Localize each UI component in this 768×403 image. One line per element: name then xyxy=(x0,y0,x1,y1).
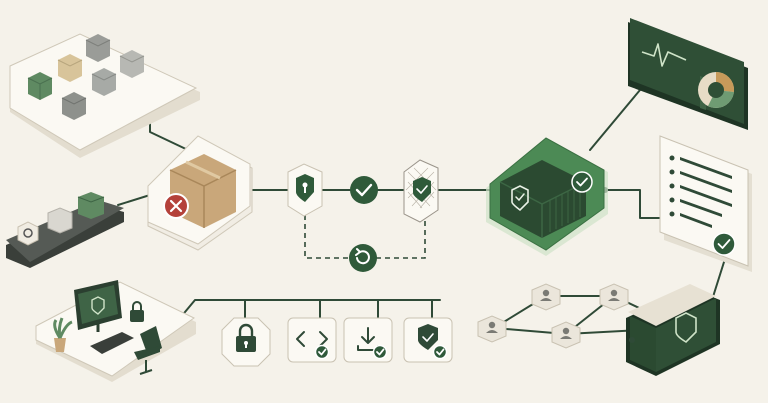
user-node-icon xyxy=(531,283,561,311)
secured-container[interactable] xyxy=(486,137,608,256)
shield-book-icon xyxy=(675,312,697,344)
build-conveyor xyxy=(6,192,124,268)
user-network[interactable] xyxy=(477,283,629,349)
checklist-icon xyxy=(669,155,732,228)
retry-loop[interactable] xyxy=(349,244,377,272)
cube-grid-icon xyxy=(27,34,145,120)
check-icon xyxy=(314,344,330,360)
container-shield-icon xyxy=(499,160,587,238)
approval-check[interactable] xyxy=(350,176,378,204)
rejected-package[interactable] xyxy=(147,135,253,251)
check-icon xyxy=(571,171,593,193)
user-node-icon xyxy=(599,283,629,311)
code-step[interactable] xyxy=(287,317,337,363)
check-icon xyxy=(355,183,373,197)
conveyor-icon xyxy=(17,192,105,246)
refresh-icon xyxy=(355,248,370,265)
keyhole-shield-icon xyxy=(296,174,314,202)
user-node-icon xyxy=(551,321,581,349)
security-scan-shield[interactable] xyxy=(287,163,323,217)
package-x-icon xyxy=(163,154,237,228)
check-icon xyxy=(712,232,736,256)
secure-ledger-book[interactable] xyxy=(626,284,720,376)
workstation-icon xyxy=(53,280,162,375)
lock-step[interactable] xyxy=(221,317,271,367)
check-icon xyxy=(432,344,448,360)
developer-workstation[interactable] xyxy=(35,280,196,382)
policy-checklist[interactable] xyxy=(659,135,752,272)
module-registry-platform xyxy=(9,33,200,158)
user-node-icon xyxy=(477,315,507,343)
lock-icon xyxy=(236,323,256,352)
filtered-shield[interactable] xyxy=(403,159,439,223)
mesh-shield-icon xyxy=(405,167,437,209)
download-step[interactable] xyxy=(343,317,393,363)
check-icon xyxy=(372,344,388,360)
shield-icon xyxy=(418,324,438,350)
code-icon xyxy=(296,331,328,347)
monitoring-dashboard[interactable] xyxy=(628,18,748,130)
shield-step[interactable] xyxy=(403,317,453,363)
chart-dashboard-icon xyxy=(641,43,735,110)
